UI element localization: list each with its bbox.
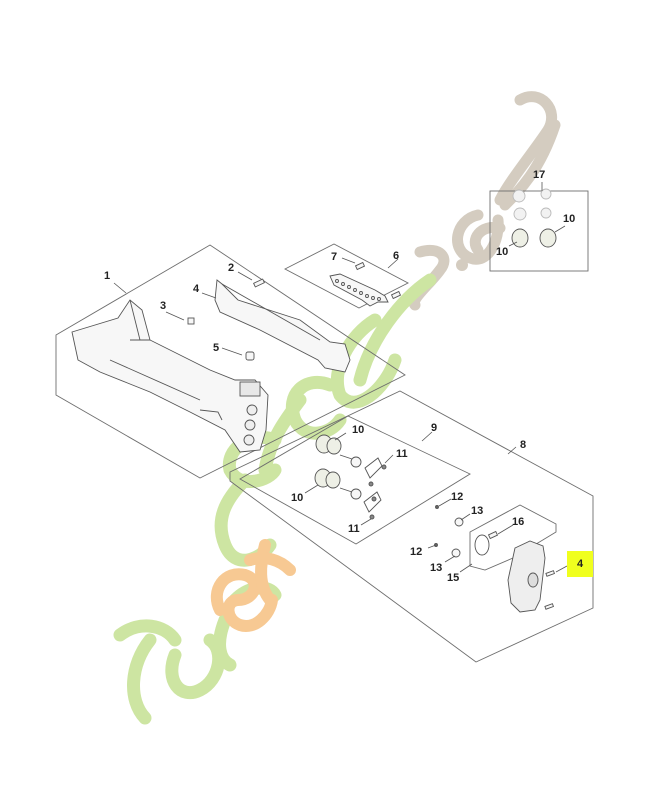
callout-8[interactable]: 8 bbox=[520, 439, 527, 451]
callout-7[interactable]: 7 bbox=[331, 251, 338, 263]
callout-10-kit-left[interactable]: 10 bbox=[496, 246, 509, 258]
callout-11-upper[interactable]: 11 bbox=[396, 448, 408, 460]
watermark bbox=[113, 91, 561, 725]
callout-10-kit-right[interactable]: 10 bbox=[563, 213, 576, 225]
callout-10-upper[interactable]: 10 bbox=[352, 424, 365, 436]
callout-4-cover[interactable]: 4 bbox=[193, 283, 200, 295]
callout-5[interactable]: 5 bbox=[213, 342, 220, 354]
callout-17[interactable]: 17 bbox=[533, 169, 546, 181]
callout-13-upper[interactable]: 13 bbox=[471, 505, 484, 517]
leader-lines bbox=[113, 182, 568, 573]
callout-12-upper[interactable]: 12 bbox=[451, 491, 464, 503]
part-1-housing bbox=[71, 299, 269, 453]
part-6-bracket bbox=[329, 273, 389, 307]
box-9-av-inner bbox=[239, 415, 471, 545]
callout-2[interactable]: 2 bbox=[228, 262, 235, 274]
callout-15[interactable]: 15 bbox=[447, 572, 460, 584]
highlighted-callout-4[interactable]: 4 bbox=[567, 551, 593, 577]
callout-11-lower[interactable]: 11 bbox=[348, 523, 360, 535]
callout-12-lower[interactable]: 12 bbox=[410, 546, 423, 558]
highlighted-callout-label: 4 bbox=[576, 558, 584, 570]
parts bbox=[71, 188, 557, 613]
part-17-kit-contents bbox=[512, 188, 552, 221]
box-8-av-group bbox=[229, 390, 594, 663]
part-4-cover bbox=[214, 279, 351, 373]
callout-13-lower[interactable]: 13 bbox=[430, 562, 443, 574]
part-4-handle bbox=[507, 540, 546, 613]
box-6-bracket-group bbox=[284, 243, 409, 309]
callout-6[interactable]: 6 bbox=[393, 250, 400, 262]
box-1-housing-group bbox=[55, 244, 406, 479]
part-10-av-element bbox=[314, 434, 342, 489]
box-17-kit bbox=[489, 190, 589, 272]
callout-10-lower[interactable]: 10 bbox=[291, 492, 304, 504]
callout-3[interactable]: 3 bbox=[160, 300, 167, 312]
callout-9[interactable]: 9 bbox=[431, 422, 438, 434]
callout-1[interactable]: 1 bbox=[104, 270, 111, 282]
callout-16[interactable]: 16 bbox=[512, 516, 525, 528]
